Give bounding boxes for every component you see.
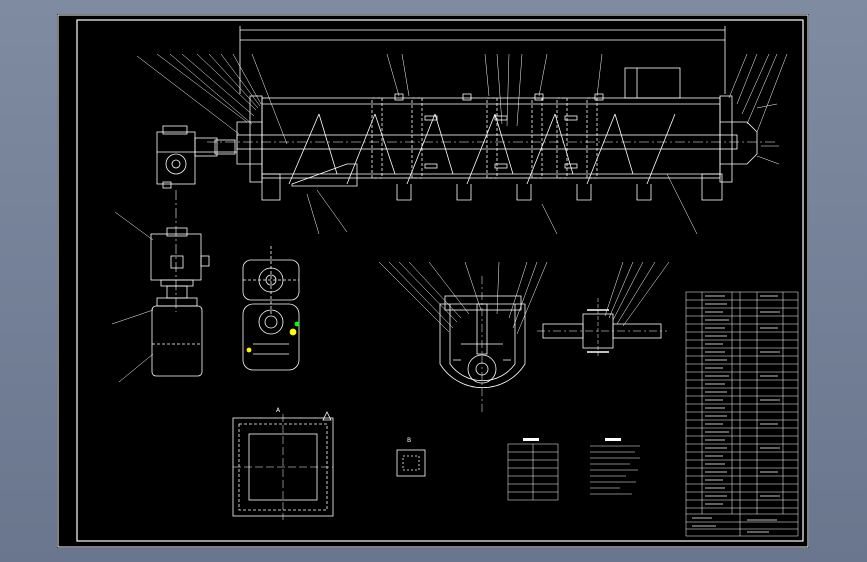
leader-lines-left bbox=[111, 211, 154, 383]
drawing-sheet: A B bbox=[57, 14, 809, 548]
inlet-flange-view bbox=[232, 411, 334, 520]
technical-notes bbox=[590, 438, 640, 495]
cad-drawing: A B bbox=[57, 14, 809, 548]
view-a-label: A bbox=[276, 407, 281, 414]
technical-spec-table bbox=[507, 438, 559, 501]
shaft-detail-view bbox=[537, 298, 667, 356]
leader-lines-section bbox=[378, 261, 548, 335]
motor-reducer-assembly bbox=[150, 227, 210, 377]
parts-list-table bbox=[685, 291, 799, 537]
view-b-label: B bbox=[407, 437, 411, 444]
inner-border bbox=[76, 19, 804, 542]
leader-lines-top bbox=[136, 53, 788, 235]
leader-lines-shaft bbox=[604, 261, 670, 327]
outer-border bbox=[57, 14, 809, 548]
gearbox-side-view bbox=[156, 125, 237, 189]
screw-conveyor-main-view bbox=[207, 26, 777, 201]
hanger-section-view bbox=[439, 276, 526, 414]
gear-detail-top bbox=[242, 246, 300, 314]
gear-detail-bottom bbox=[242, 303, 300, 371]
key-detail-view bbox=[396, 449, 426, 477]
